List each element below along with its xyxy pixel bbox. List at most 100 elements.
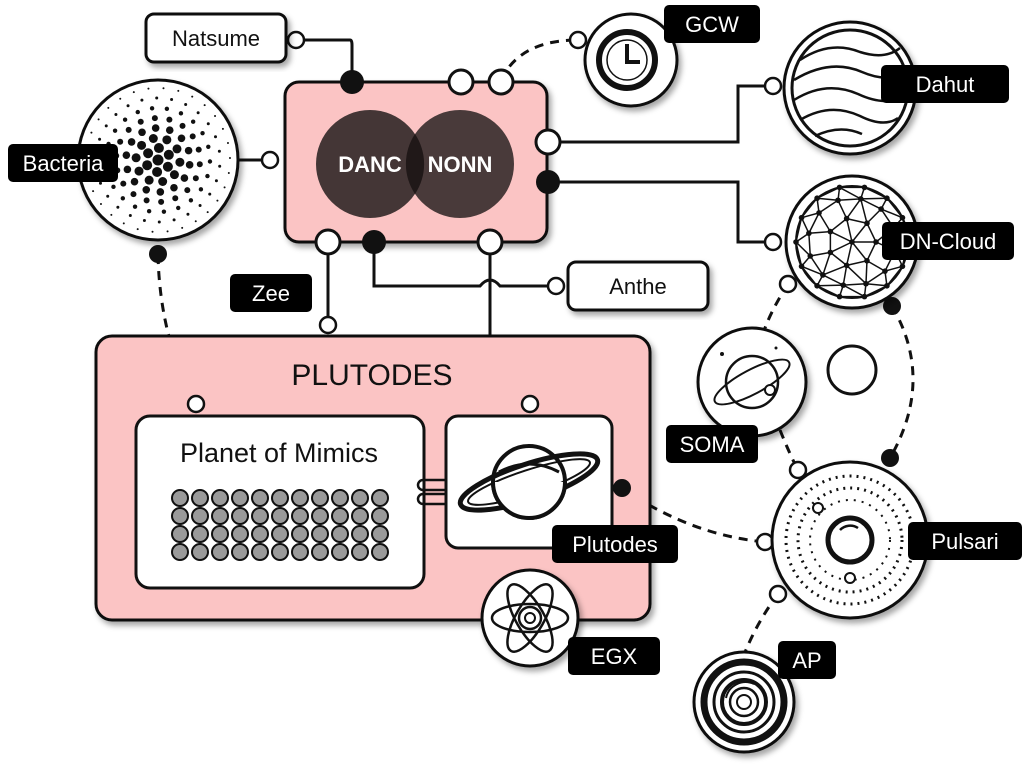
mimic-dot <box>171 543 189 561</box>
dahut-label: Dahut <box>916 72 975 97</box>
mimic-dot <box>331 489 349 507</box>
port-dot <box>568 30 588 50</box>
burst-dot <box>117 138 124 145</box>
burst-dot <box>196 111 200 115</box>
mesh-edge <box>808 230 831 235</box>
burst-dot <box>122 222 125 225</box>
mimic-dot <box>231 543 249 561</box>
mesh-vertex <box>849 239 855 245</box>
burst-dot <box>99 202 102 205</box>
mesh-edge <box>795 241 811 257</box>
nonn-circle <box>406 110 514 218</box>
burst-dot <box>203 104 206 107</box>
port-dot <box>520 394 540 414</box>
dn-cloud-node[interactable]: DN-Cloud <box>784 174 1014 310</box>
burst-dot <box>185 161 194 169</box>
burst-dot <box>142 185 151 194</box>
port-dot <box>613 479 631 497</box>
burst-dot <box>170 98 174 102</box>
mesh-edge <box>829 251 848 266</box>
plutodes-label-tag[interactable]: Plutodes <box>552 525 678 563</box>
mesh-vertex <box>882 268 888 274</box>
core-node[interactable]: DANC NONN <box>283 80 549 244</box>
mimics-dot-grid <box>171 489 389 561</box>
mesh-vertex <box>798 214 805 221</box>
burst-dot <box>206 122 210 126</box>
mimic-dot <box>251 543 269 561</box>
bacteria-label: Bacteria <box>23 151 104 176</box>
burst-dot <box>140 98 144 102</box>
mesh-edge <box>822 264 847 276</box>
mesh-edge <box>808 212 820 234</box>
mimic-dot <box>171 525 189 543</box>
mesh-edge <box>809 255 824 276</box>
mesh-edge <box>816 186 840 199</box>
burst-dot <box>92 190 95 193</box>
mimic-dot <box>351 543 369 561</box>
mesh-edge <box>851 222 868 243</box>
mimic-dot <box>291 525 309 543</box>
mimic-dot <box>371 525 389 543</box>
mesh-vertex <box>793 239 799 245</box>
ap-node[interactable]: AP <box>692 641 836 754</box>
port-dot <box>546 276 566 296</box>
mesh-vertex <box>899 214 906 221</box>
zee-node[interactable]: Zee <box>230 274 312 312</box>
mesh-vertex <box>878 206 884 212</box>
zee-label: Zee <box>252 281 290 306</box>
burst-dot <box>181 226 184 229</box>
natsume-node[interactable]: Natsume <box>144 12 288 64</box>
gcw-label: GCW <box>685 12 739 37</box>
anthe-node[interactable]: Anthe <box>566 260 710 312</box>
plutodes-group-title: PLUTODES <box>291 359 452 392</box>
burst-dot <box>114 112 118 116</box>
mesh-edge <box>839 186 862 200</box>
wavy-lines-globe-icon <box>790 28 910 148</box>
dahut-node[interactable]: Dahut <box>782 20 1009 156</box>
pulsari-node[interactable]: Pulsari <box>770 460 1022 620</box>
mesh-edge <box>837 199 848 219</box>
mimic-dot <box>251 507 269 525</box>
mimic-dot <box>191 543 209 561</box>
mesh-vertex <box>864 220 870 227</box>
port-dot <box>362 230 386 254</box>
burst-dot <box>184 146 193 155</box>
mesh-edge <box>865 282 887 287</box>
egx-node[interactable]: EGX <box>480 568 660 675</box>
soma-label: SOMA <box>680 432 745 457</box>
mesh-edge <box>829 218 848 233</box>
burst-dot <box>125 126 132 133</box>
mimic-dot <box>311 507 329 525</box>
burst-dot <box>176 205 181 211</box>
mimic-dot <box>291 489 309 507</box>
danc-label: DANC <box>338 152 402 177</box>
port-dot <box>768 584 788 604</box>
mesh-edge <box>860 198 868 224</box>
burst-dot <box>152 166 163 177</box>
mesh-vertex <box>798 263 805 270</box>
gcw-node[interactable]: GCW <box>583 5 760 108</box>
mimic-dot <box>331 507 349 525</box>
mesh-edge <box>865 260 868 284</box>
burst-dot <box>166 230 169 233</box>
mesh-edge <box>822 274 844 286</box>
burst-dot <box>127 138 136 146</box>
mesh-edge <box>846 217 868 224</box>
bacteria-node[interactable]: Bacteria <box>8 78 240 242</box>
burst-dot <box>137 118 144 125</box>
mimic-dot <box>311 525 329 543</box>
burst-dot <box>119 97 122 100</box>
mesh-edge <box>801 212 820 219</box>
mesh-edge <box>830 230 853 243</box>
port-dot <box>314 228 342 256</box>
burst-dot <box>112 128 118 133</box>
burst-dot <box>198 204 202 208</box>
mesh-edge <box>886 265 904 287</box>
mimic-dot <box>371 543 389 561</box>
port-dot <box>763 76 783 96</box>
soma-node[interactable]: SOMA <box>666 326 808 463</box>
mimic-dot <box>271 507 289 525</box>
burst-dot <box>178 111 184 116</box>
empty-node[interactable] <box>826 344 878 396</box>
